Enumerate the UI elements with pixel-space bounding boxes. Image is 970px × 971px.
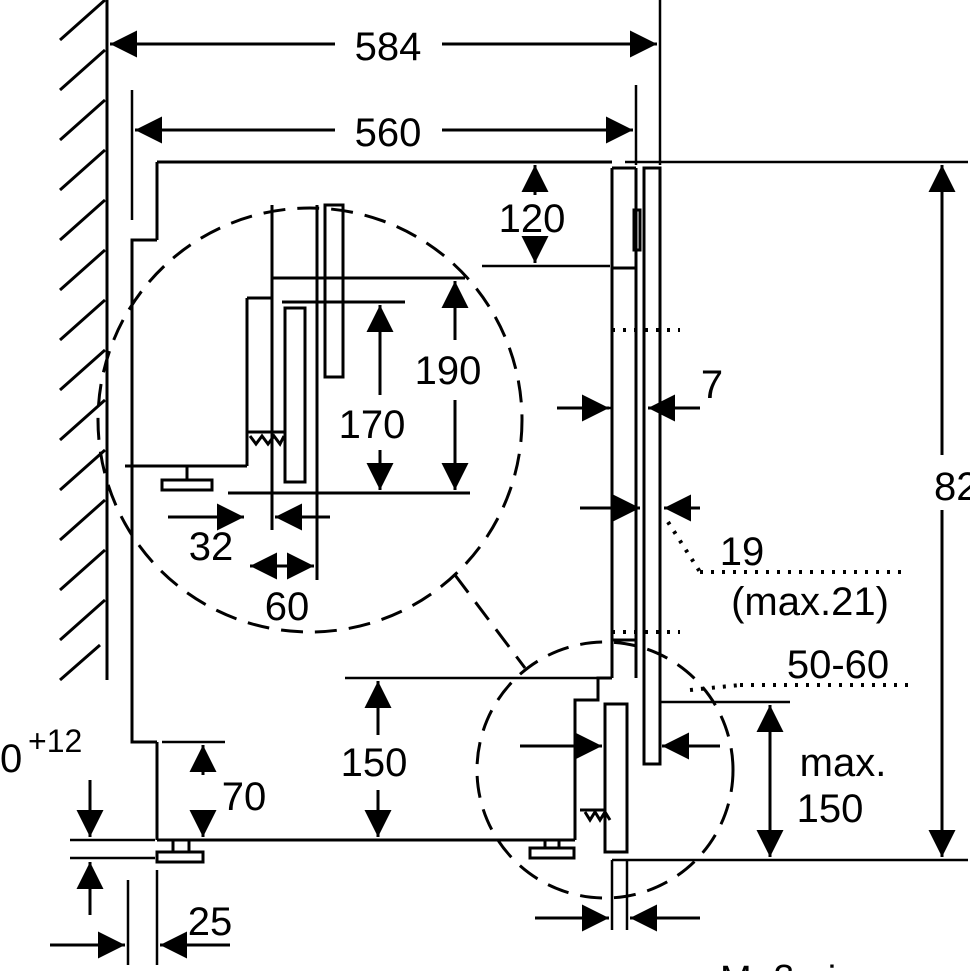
label-50-60: 50-60 (787, 643, 889, 687)
label-adjust-sup: +12 (28, 723, 82, 759)
label-25: 25 (188, 900, 233, 944)
label-19: 19 (720, 530, 765, 574)
detail-parts (125, 203, 612, 823)
label-190: 190 (415, 349, 482, 393)
extension-lines (70, 0, 968, 965)
label-150: 150 (341, 741, 408, 785)
detail-circles (96, 206, 735, 900)
label-max-150: 150 (797, 787, 864, 831)
label-820: 820 (934, 465, 970, 509)
label-70: 70 (222, 775, 267, 819)
units-note: Maße in mm (720, 959, 931, 971)
label-max: max. (800, 741, 887, 785)
label-560: 560 (355, 111, 422, 155)
dimension-lines (50, 30, 956, 959)
label-170: 170 (339, 403, 406, 447)
appliance-outline (130, 160, 662, 854)
label-120: 120 (499, 197, 566, 241)
label-adjust-base: 0 (0, 737, 22, 781)
wall-hatching (59, 0, 109, 682)
label-60: 60 (265, 585, 310, 629)
label-7: 7 (701, 363, 723, 407)
label-32: 32 (189, 525, 234, 569)
leader-lines (612, 328, 910, 692)
feet (155, 466, 576, 864)
label-max-21: (max.21) (731, 580, 889, 624)
label-584: 584 (355, 25, 422, 69)
